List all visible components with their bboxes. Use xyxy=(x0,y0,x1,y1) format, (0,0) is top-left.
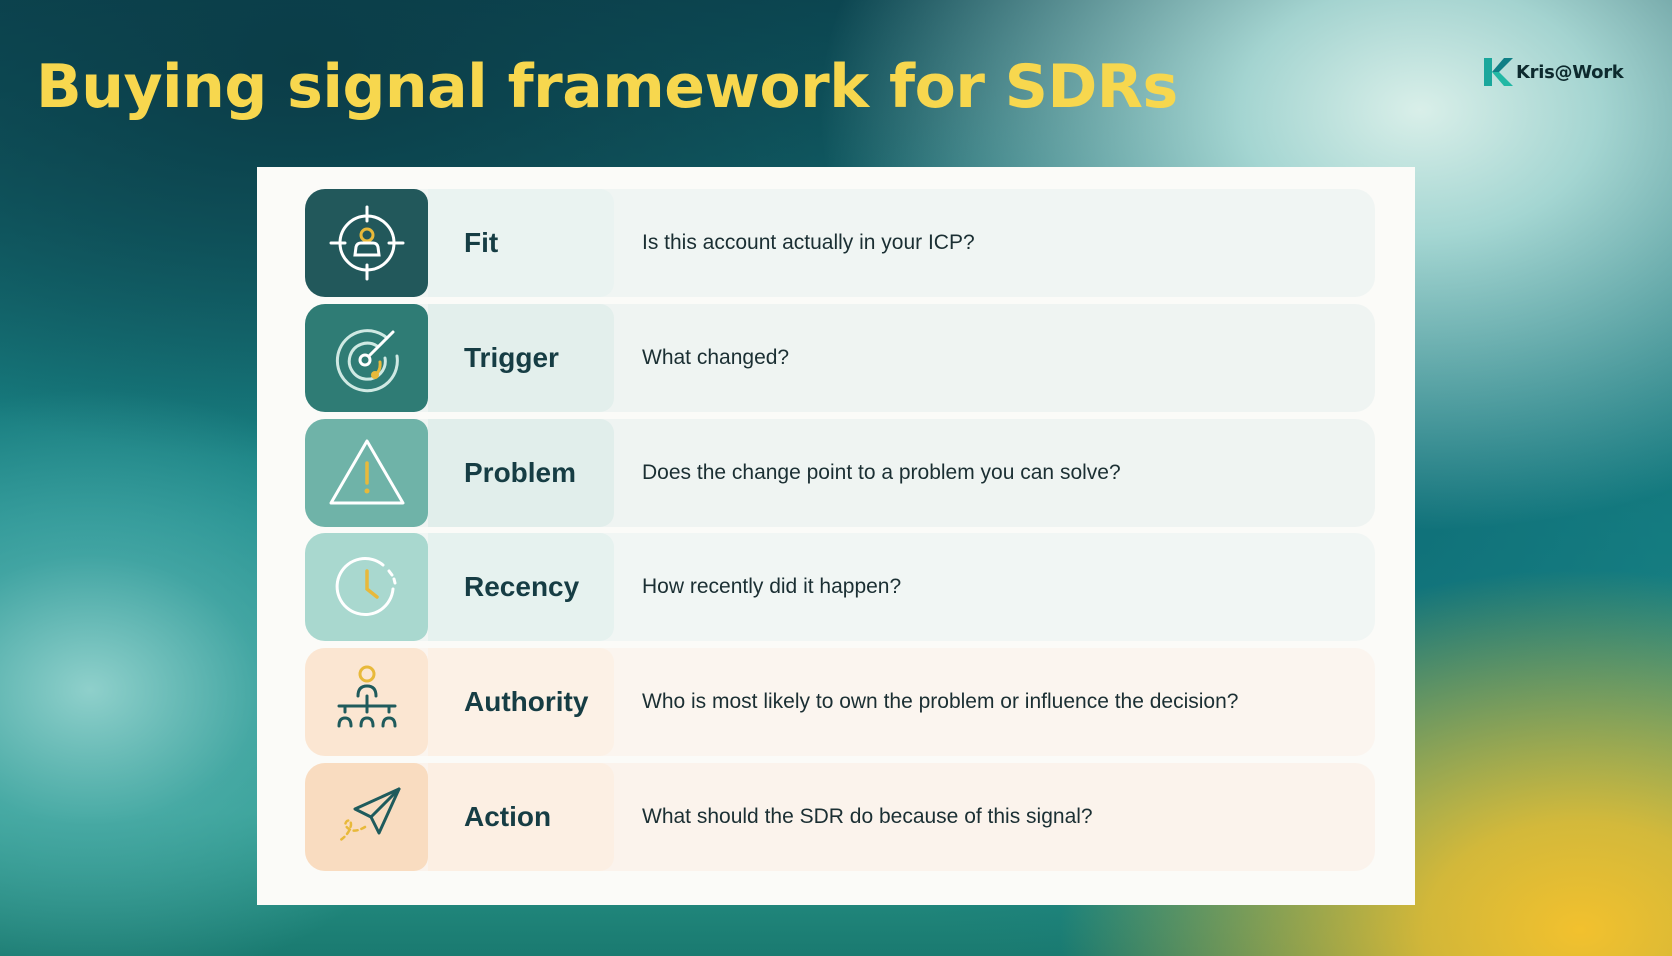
icon-tile-fit xyxy=(305,189,428,297)
icon-tile-authority xyxy=(305,648,428,756)
label-cell-trigger: Trigger xyxy=(428,304,614,412)
row-label: Recency xyxy=(464,571,580,602)
desc-cell-fit: Is this account actually in your ICP? xyxy=(614,189,1375,297)
desc-cell-trigger: What changed? xyxy=(614,304,1375,412)
framework-row-recency: Recency How recently did it happen? xyxy=(305,533,1375,641)
desc-cell-authority: Who is most likely to own the problem or… xyxy=(614,648,1375,756)
radar-icon xyxy=(335,329,399,393)
label-cell-authority: Authority xyxy=(428,648,614,756)
framework-row-fit: Fit Is this account actually in your ICP… xyxy=(305,189,1375,297)
framework-card: Fit Is this account actually in your ICP… xyxy=(257,167,1415,905)
icon-tile-trigger xyxy=(305,304,428,412)
brand-logo: Kris@Work xyxy=(1482,56,1624,88)
row-label: Trigger xyxy=(464,342,559,373)
framework-row-trigger: Trigger What changed? xyxy=(305,304,1375,412)
row-label: Action xyxy=(464,801,552,832)
icon-tile-problem xyxy=(305,419,428,527)
logo-text: Kris@Work xyxy=(1516,61,1624,83)
desc-cell-problem: Does the change point to a problem you c… xyxy=(614,419,1375,527)
desc-cell-action: What should the SDR do because of this s… xyxy=(614,763,1375,871)
warning-icon xyxy=(329,439,404,505)
clock-icon xyxy=(335,557,396,616)
framework-row-authority: Authority Who is most likely to own the … xyxy=(305,648,1375,756)
row-description: How recently did it happen? xyxy=(642,575,902,598)
row-description: What changed? xyxy=(642,346,790,369)
row-description: What should the SDR do because of this s… xyxy=(642,805,1093,828)
k-logo-icon xyxy=(1484,58,1513,86)
row-description: Is this account actually in your ICP? xyxy=(642,231,975,254)
row-description: Does the change point to a problem you c… xyxy=(642,461,1121,484)
paper-plane-icon xyxy=(337,787,400,843)
row-label: Authority xyxy=(464,686,589,717)
label-cell-problem: Problem xyxy=(428,419,614,527)
framework-row-action: Action What should the SDR do because of… xyxy=(305,763,1375,871)
org-chart-icon xyxy=(337,665,396,728)
label-cell-recency: Recency xyxy=(428,533,614,641)
icon-tile-action xyxy=(305,763,428,871)
desc-cell-recency: How recently did it happen? xyxy=(614,533,1375,641)
target-person-icon xyxy=(329,205,404,281)
row-description: Who is most likely to own the problem or… xyxy=(642,690,1239,713)
page-title: Buying signal framework for SDRs xyxy=(36,52,1178,122)
row-label: Fit xyxy=(464,227,499,258)
label-cell-action: Action xyxy=(428,763,614,871)
row-label: Problem xyxy=(464,457,577,488)
framework-row-problem: Problem Does the change point to a probl… xyxy=(305,419,1375,527)
label-cell-fit: Fit xyxy=(428,189,614,297)
icon-tile-recency xyxy=(305,533,428,641)
